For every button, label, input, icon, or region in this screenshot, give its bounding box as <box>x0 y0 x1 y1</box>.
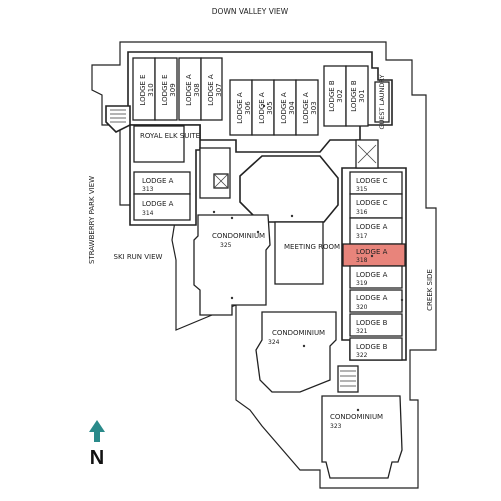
label-unit-301: LODGE B 301 <box>350 80 366 112</box>
view-label-top: DOWN VALLEY VIEW <box>212 7 289 16</box>
label-unit-323-number: 323 <box>330 423 342 430</box>
north-compass: N <box>89 420 105 469</box>
unit-321[interactable] <box>349 313 403 337</box>
label-unit-309: LODGE E 309 <box>161 74 177 105</box>
south-stair-treads <box>340 370 356 387</box>
unit-316[interactable] <box>349 193 403 219</box>
label-unit-308: LODGE A 308 <box>185 74 201 106</box>
royal-elk-suite[interactable] <box>133 125 185 163</box>
svg-text:304: 304 <box>288 101 296 115</box>
label-unit-302: LODGE B 302 <box>328 80 344 112</box>
svg-text:LODGE B: LODGE B <box>328 80 336 112</box>
unit-301[interactable] <box>345 65 369 127</box>
stair-nw <box>105 105 131 133</box>
svg-text:LODGE A: LODGE A <box>302 92 310 124</box>
unit-325[interactable] <box>193 214 271 316</box>
svg-text:309: 309 <box>169 83 177 96</box>
atrium <box>239 155 339 223</box>
label-unit-316-name: LODGE C <box>356 199 388 207</box>
central-stair <box>199 147 231 199</box>
unit-307[interactable] <box>200 57 223 121</box>
svg-text:305: 305 <box>266 101 274 114</box>
label-unit-303: LODGE A 303 <box>302 92 318 124</box>
label-meeting-1: MEETING ROOM <box>284 243 340 251</box>
label-unit-306: LODGE A 306 <box>236 92 252 124</box>
south-stair <box>337 365 359 393</box>
svg-text:LODGE A: LODGE A <box>236 92 244 124</box>
label-unit-315-number: 315 <box>356 186 368 193</box>
label-unit-305: LODGE A 305 <box>258 92 274 124</box>
unit-303[interactable] <box>295 79 319 136</box>
svg-text:STRAWBERRY PARK VIEW: STRAWBERRY PARK VIEW <box>88 176 96 264</box>
north-arrow-icon <box>89 420 105 442</box>
unit-319[interactable] <box>349 265 403 289</box>
svg-text:LODGE E: LODGE E <box>139 74 147 105</box>
label-unit-314-number: 314 <box>142 210 154 217</box>
view-label-left-lower: SKI RUN VIEW <box>114 253 163 261</box>
fixture-dots <box>212 104 404 412</box>
view-label-right: CREEK SIDE <box>426 269 434 311</box>
label-royal-elk-1: ROYAL ELK SUITE <box>140 132 200 140</box>
label-unit-325-name: CONDOMINIUM <box>212 232 265 240</box>
label-unit-315-name: LODGE C <box>356 177 388 185</box>
label-unit-317-name: LODGE A <box>356 223 388 231</box>
unit-317[interactable] <box>349 217 403 245</box>
label-unit-324-number: 324 <box>268 339 280 346</box>
label-unit-314-name: LODGE A <box>142 200 174 208</box>
label-unit-320-name: LODGE A <box>356 294 388 302</box>
label-unit-304: LODGE A 304 <box>280 92 296 124</box>
label-unit-310: LODGE E 310 <box>139 74 155 105</box>
label-unit-319-number: 319 <box>356 280 368 287</box>
label-unit-321-number: 321 <box>356 328 368 335</box>
meeting-room[interactable] <box>274 221 324 285</box>
svg-text:LODGE E: LODGE E <box>161 74 169 105</box>
svg-text:310: 310 <box>147 83 155 96</box>
label-unit-319-name: LODGE A <box>356 271 388 279</box>
label-unit-317-number: 317 <box>356 233 368 240</box>
label-unit-320-number: 320 <box>356 304 368 311</box>
unit-314[interactable] <box>133 193 191 221</box>
label-unit-322-number: 322 <box>356 352 368 359</box>
svg-text:LODGE B: LODGE B <box>350 80 358 112</box>
label-unit-324-name: CONDOMINIUM <box>272 329 325 337</box>
svg-text:303: 303 <box>310 101 318 114</box>
svg-text:LODGE A: LODGE A <box>207 74 215 106</box>
stair-nw-treads <box>110 109 126 123</box>
svg-text:GUEST LAUNDRY: GUEST LAUNDRY <box>378 74 386 129</box>
north-label: N <box>90 447 104 469</box>
label-unit-321-name: LODGE B <box>356 319 388 327</box>
unit-309[interactable] <box>154 57 178 121</box>
label-unit-316-number: 316 <box>356 209 368 216</box>
svg-text:LODGE A: LODGE A <box>185 74 193 106</box>
label-unit-307: LODGE A 307 <box>207 74 223 106</box>
view-label-left: STRAWBERRY PARK VIEW <box>88 176 96 264</box>
unit-323[interactable] <box>321 395 403 479</box>
svg-text:LODGE A: LODGE A <box>280 92 288 124</box>
svg-text:306: 306 <box>244 101 252 115</box>
svg-text:CREEK SIDE: CREEK SIDE <box>426 269 434 311</box>
label-unit-323-name: CONDOMINIUM <box>330 413 383 421</box>
label-unit-313-name: LODGE A <box>142 177 174 185</box>
unit-324[interactable] <box>255 311 337 393</box>
svg-text:308: 308 <box>193 83 201 96</box>
label-guest-laundry: GUEST LAUNDRY <box>378 74 386 129</box>
svg-text:LODGE A: LODGE A <box>258 92 266 124</box>
label-unit-325-number: 325 <box>220 242 232 249</box>
label-unit-318-number: 318 <box>356 257 368 264</box>
svg-text:307: 307 <box>215 83 223 96</box>
label-unit-318-name: LODGE A <box>356 248 388 256</box>
label-unit-322-name: LODGE B <box>356 343 388 351</box>
label-unit-313-number: 313 <box>142 186 154 193</box>
unit-322[interactable] <box>349 337 403 361</box>
guest-laundry-room[interactable] <box>374 81 390 123</box>
svg-text:301: 301 <box>358 89 366 102</box>
svg-text:302: 302 <box>336 89 344 102</box>
